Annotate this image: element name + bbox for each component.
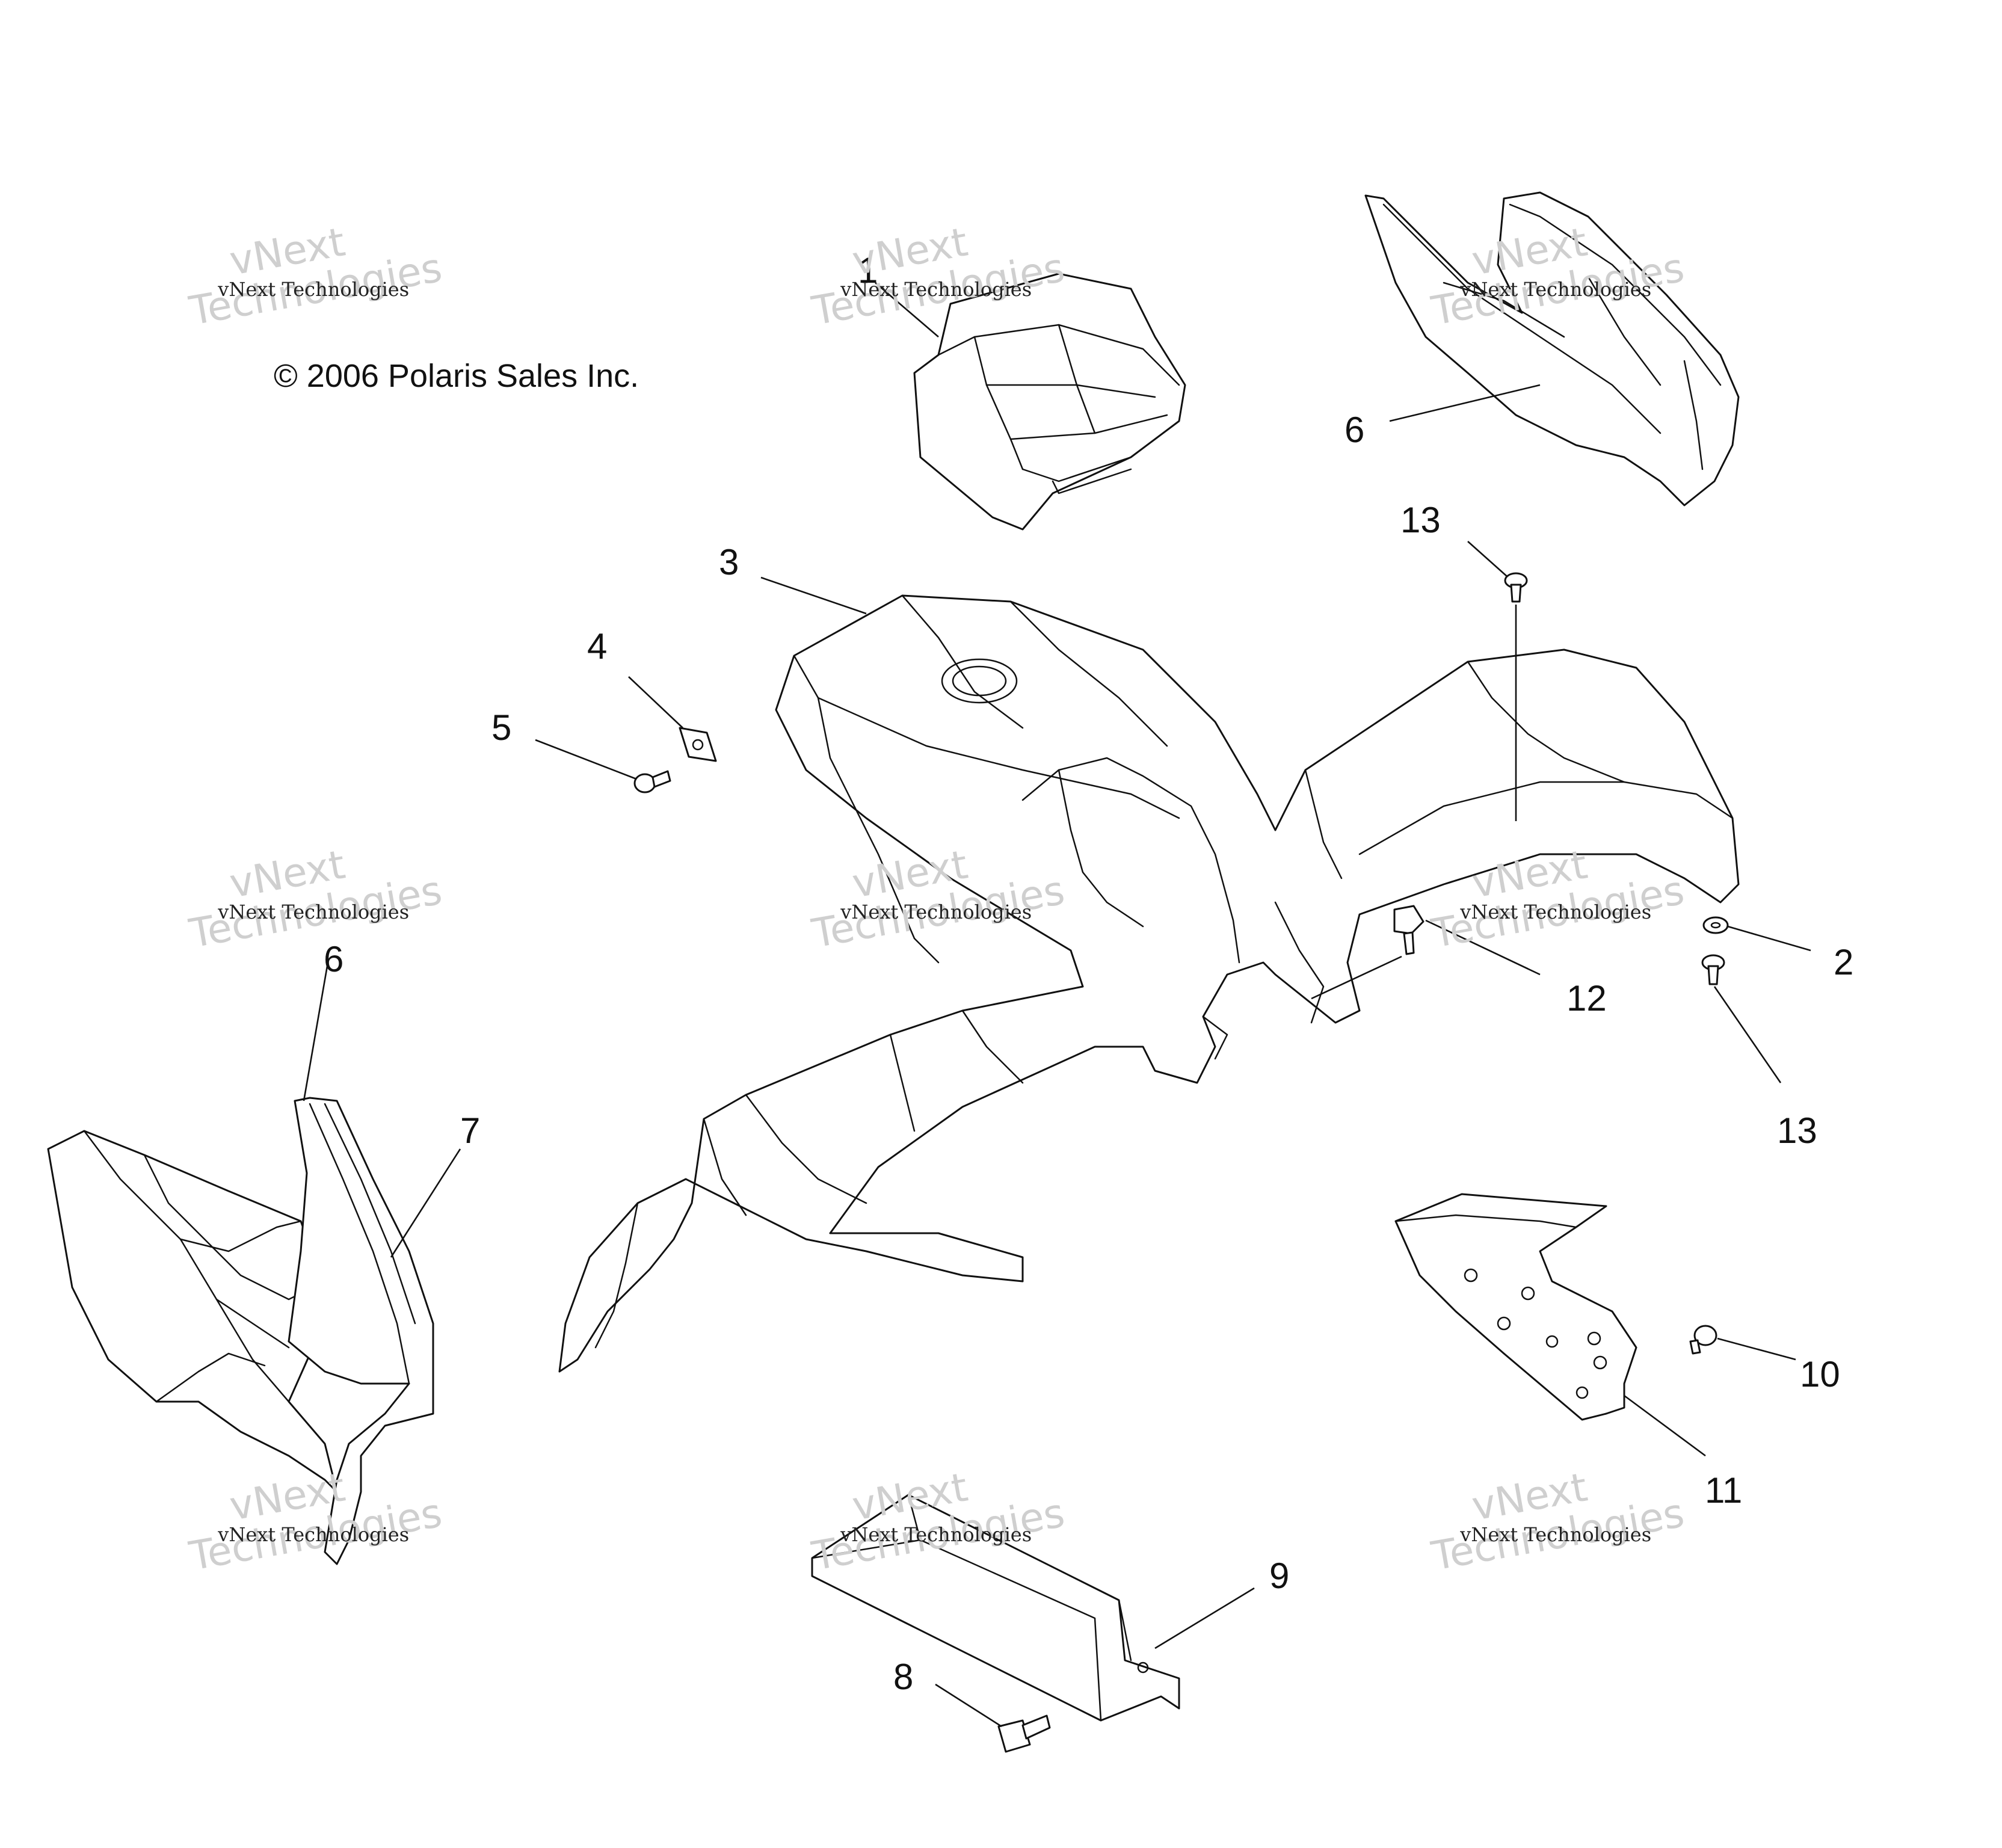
watermark-7: vNext Technologies vNext Technologies: [185, 1464, 445, 1580]
callout-13-right: 13: [1777, 1110, 1817, 1151]
callout-numbers: 1 6 13 3 4 5 6 2 12 7 13 10 11 9 8: [324, 250, 1853, 1697]
watermark-small: vNext Technologies: [840, 278, 1032, 301]
leader-4: [628, 676, 683, 728]
callout-12: 12: [1566, 978, 1607, 1018]
part-3-front-fender-body: [558, 594, 1740, 1373]
part-8-screw: [997, 1714, 1051, 1753]
callout-6-left: 6: [324, 939, 343, 979]
watermark-small: vNext Technologies: [840, 901, 1032, 923]
leader-11: [1624, 1394, 1706, 1457]
watermark-small: vNext Technologies: [217, 901, 409, 923]
leader-9: [1154, 1587, 1255, 1649]
callout-6-top: 6: [1344, 410, 1364, 450]
leader-12-drop: [1311, 955, 1402, 1000]
callout-7: 7: [460, 1110, 480, 1151]
copyright-notice: © 2006 Polaris Sales Inc.: [274, 358, 639, 394]
callout-9: 9: [1269, 1556, 1289, 1596]
watermark-small: vNext Technologies: [1459, 901, 1651, 923]
part-11-heat-shield-plate: [1394, 1193, 1637, 1421]
leader-7: [390, 1148, 461, 1258]
part-2-washer: [1702, 916, 1729, 934]
leader-13-top: [1467, 541, 1508, 577]
leader-2: [1727, 925, 1811, 952]
leader-10: [1717, 1337, 1796, 1361]
part-5-push-rivet: [633, 770, 671, 793]
callout-2: 2: [1834, 942, 1853, 982]
leader-3: [760, 576, 867, 615]
callout-10: 10: [1800, 1354, 1840, 1394]
callout-5: 5: [491, 707, 511, 748]
watermark-small: vNext Technologies: [840, 1523, 1032, 1546]
watermark-small: vNext Technologies: [217, 1523, 409, 1546]
watermark-small: vNext Technologies: [1459, 1523, 1651, 1546]
part-13-rivet-right: [1701, 954, 1725, 985]
part-7-left-side-panel: [47, 1130, 338, 1493]
callout-11: 11: [1705, 1470, 1742, 1511]
part-12-fastener: [1393, 905, 1424, 955]
part-1-headlight-pod: [913, 273, 1186, 531]
part-9-bracket-plate: [811, 1494, 1180, 1722]
part-10-screw: [1689, 1325, 1717, 1355]
part-6-side-panel-right: [1364, 191, 1740, 507]
leader-5: [535, 739, 637, 780]
leader-12: [1425, 919, 1541, 976]
watermark-1: vNext Technologies vNext Technologies: [185, 219, 445, 334]
part-13-rivet-top: [1504, 572, 1528, 603]
part-6-side-panel-left: [288, 1097, 434, 1565]
part-4-clip: [679, 727, 717, 762]
watermark-small: vNext Technologies: [1459, 278, 1651, 301]
leader-6-left: [303, 962, 329, 1101]
leader-lines: [303, 282, 1811, 1728]
callout-3: 3: [719, 542, 739, 582]
leader-6-top: [1389, 384, 1541, 422]
watermark-4: vNext Technologies vNext Technologies: [185, 842, 445, 957]
callout-4: 4: [587, 626, 607, 667]
watermark-small: vNext Technologies: [217, 278, 409, 301]
leader-13-right: [1713, 986, 1782, 1083]
callout-1: 1: [858, 250, 878, 291]
leader-1: [875, 282, 939, 337]
leader-8: [935, 1683, 1002, 1728]
callout-8: 8: [893, 1657, 913, 1697]
copyright-text: © 2006 Polaris Sales Inc.: [274, 358, 639, 394]
callout-13-top: 13: [1400, 500, 1441, 540]
watermark-9: vNext Technologies vNext Technologies: [1428, 1464, 1687, 1580]
